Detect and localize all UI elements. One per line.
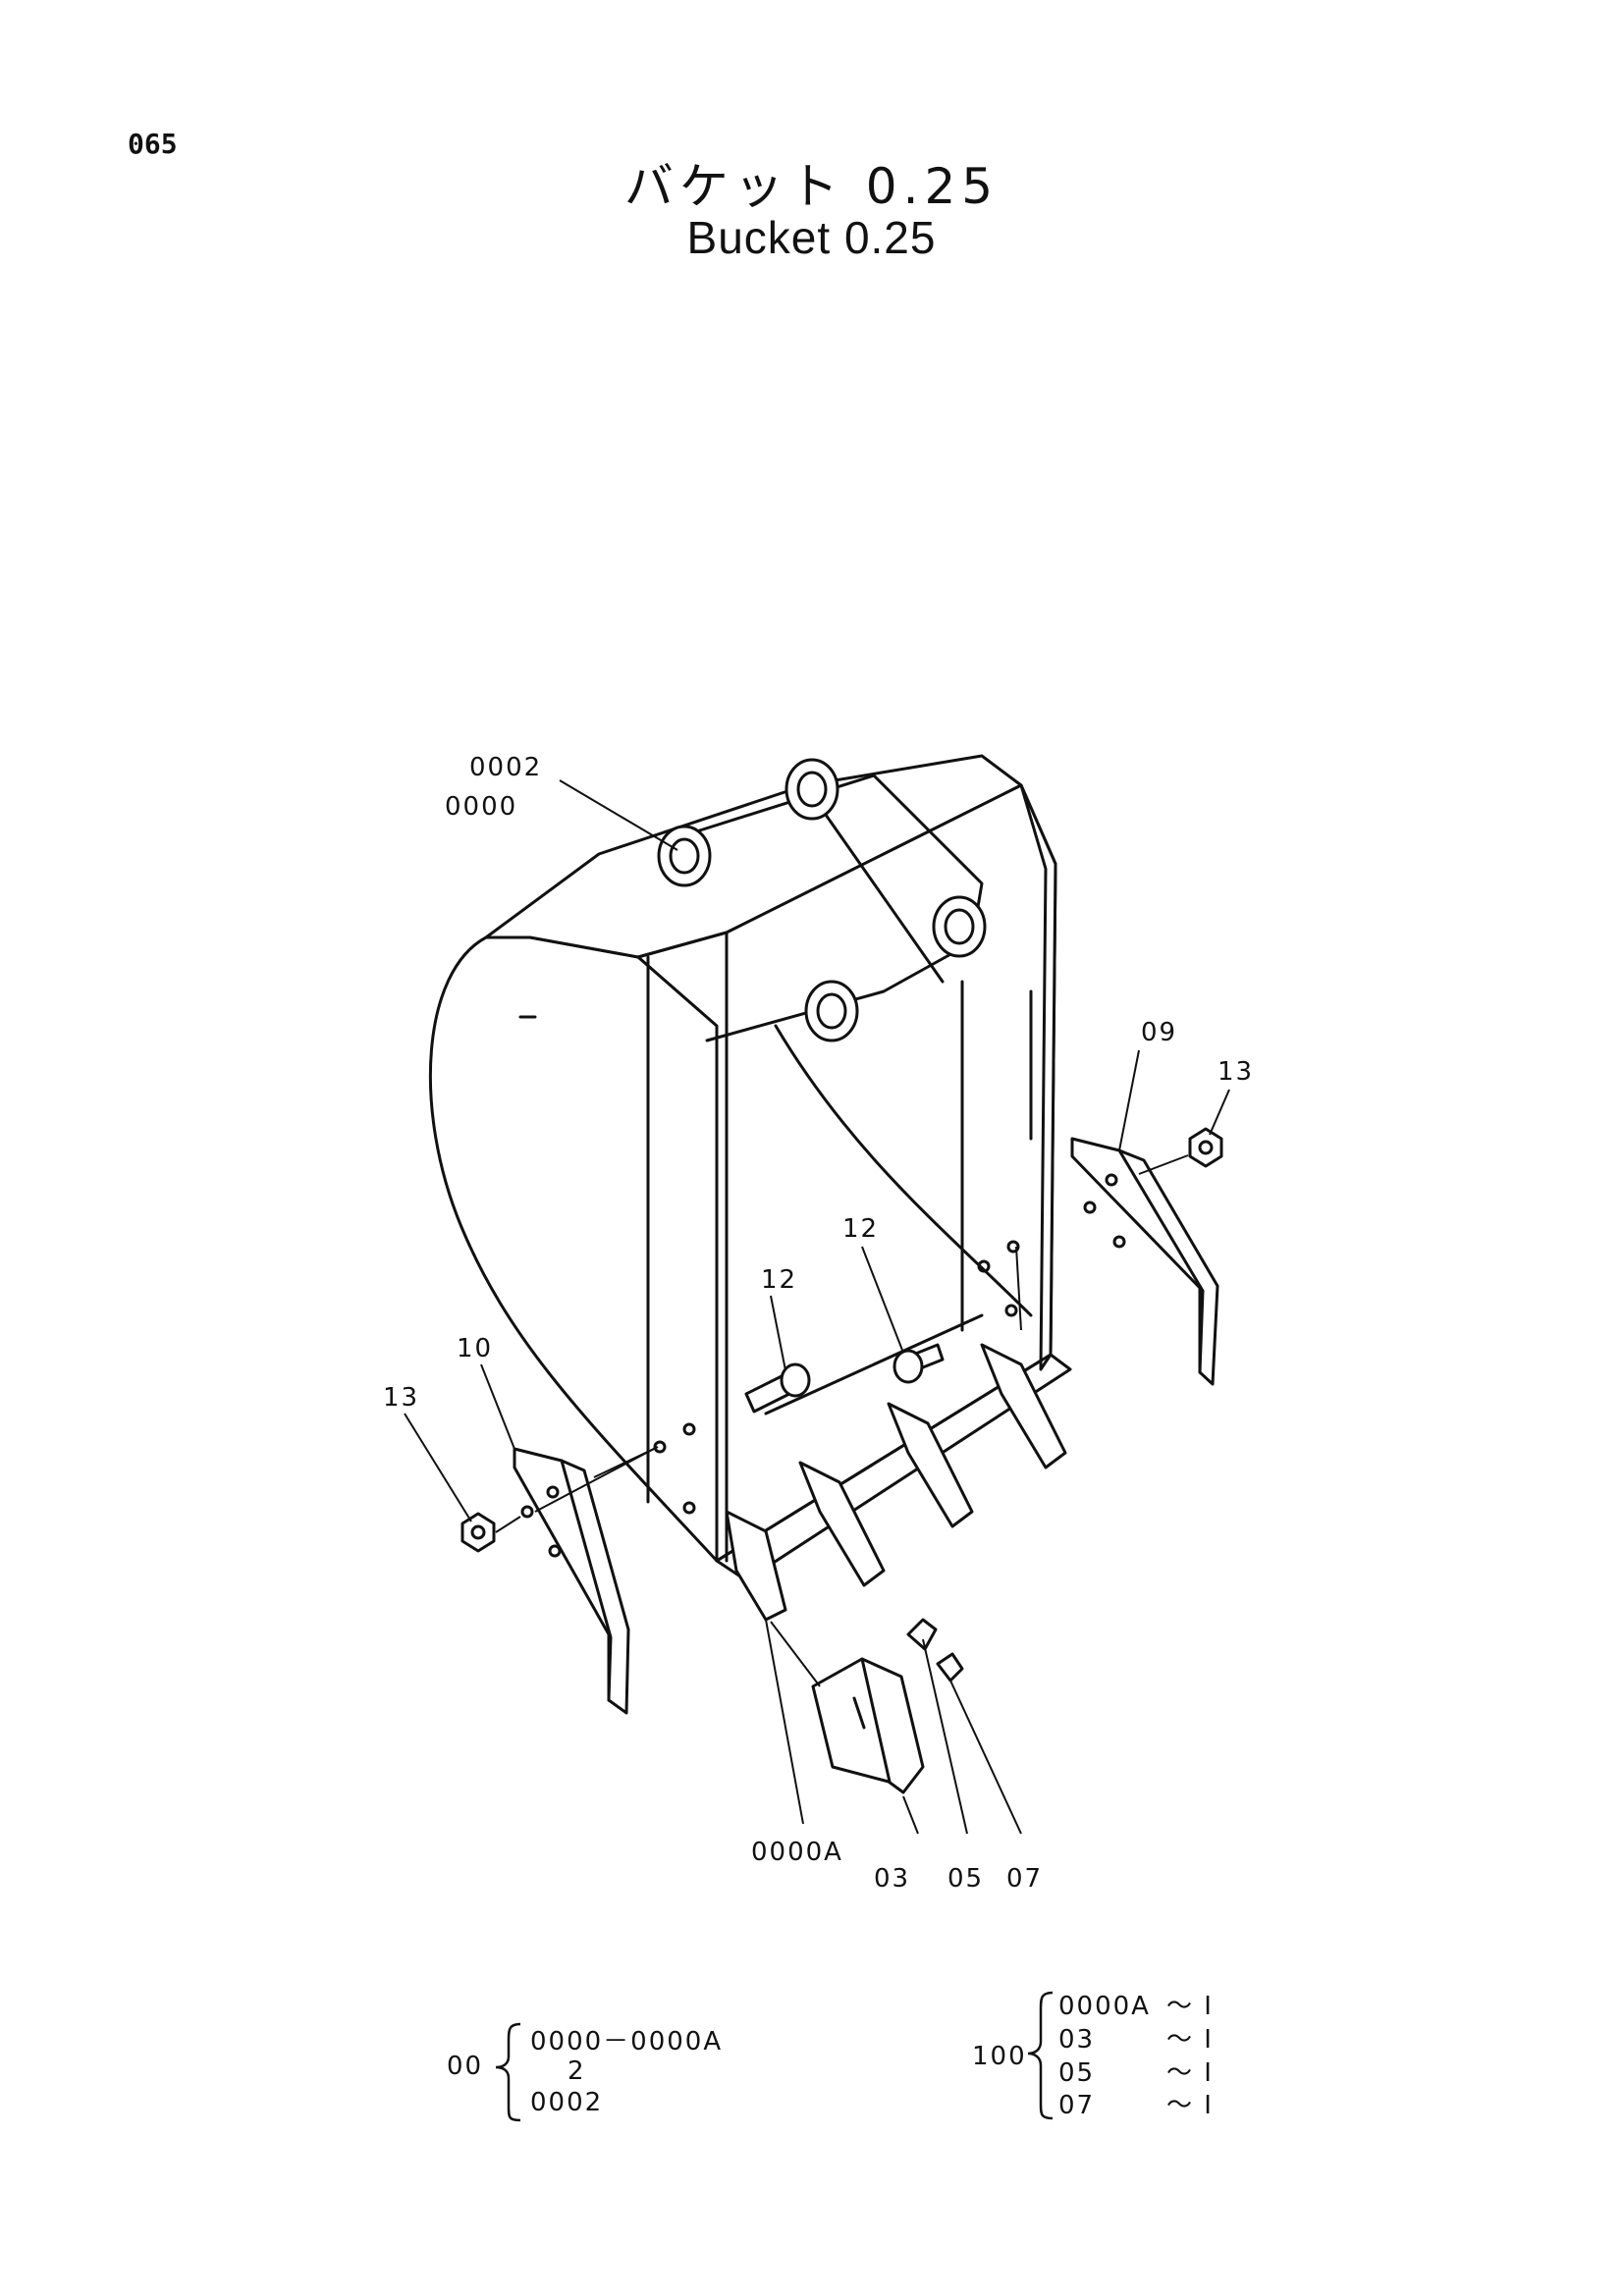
bucket-body (428, 754, 1072, 1582)
callout-13-left: 13 (383, 1383, 419, 1413)
leader-lines (404, 779, 1230, 1835)
legend-00-row-1: 0000－0000A (530, 2027, 723, 2056)
callout-05: 05 (947, 1864, 984, 1894)
nut-13-right (1188, 1127, 1223, 1168)
legend-00-key: 00 (447, 2052, 483, 2081)
callout-0000A: 0000A (751, 1838, 843, 1867)
legend-100-part-3: 05 (1058, 2058, 1095, 2088)
legend-100-qty-3: ～ I (1166, 2058, 1214, 2088)
legend-00-row-2: 2 (568, 2056, 586, 2086)
callout-07: 07 (1006, 1864, 1043, 1894)
callout-13-right: 13 (1217, 1057, 1254, 1087)
legend-100-qty-1: ～ I (1166, 1992, 1214, 2021)
legend-group-00: 00 0000－0000A 2 0002 (447, 2022, 723, 2122)
legend-100-part-4: 07 (1058, 2091, 1095, 2120)
bolt-12-right (893, 1343, 945, 1384)
page-number: 065 (128, 128, 178, 160)
legend-100-brace (1027, 1991, 1054, 2120)
pin-07 (936, 1652, 964, 1682)
callout-03: 03 (874, 1864, 910, 1894)
legend-100-part-1: 0000A (1058, 1992, 1151, 2021)
callout-12-left: 12 (761, 1265, 797, 1295)
legend-100-qty-4: ～ I (1166, 2091, 1214, 2120)
tooth-03 (811, 1657, 925, 1794)
callout-09: 09 (1141, 1018, 1177, 1047)
title-japanese: バケット 0.25 (623, 158, 1000, 215)
side-cutter-10 (513, 1447, 655, 1715)
bolt-12-left (744, 1362, 811, 1414)
callout-10: 10 (457, 1334, 493, 1363)
legend-group-100: 100 0000A ～ I 03 ～ I 05 ～ I 07 ～ I (972, 1991, 1214, 2120)
legend-00-brace (495, 2022, 521, 2122)
nut-13-left (460, 1512, 496, 1553)
callout-12-right: 12 (842, 1214, 879, 1244)
side-cutter-09 (1070, 1137, 1219, 1386)
callout-0002: 0002 (469, 753, 542, 782)
bucket-teeth (725, 1343, 1067, 1622)
pin-05 (906, 1618, 938, 1651)
callout-0000: 0000 (445, 792, 517, 822)
legend-100-qty-2: ～ I (1166, 2025, 1214, 2055)
title-english: Bucket 0.25 (686, 212, 937, 263)
legend-00-row-3: 0002 (530, 2088, 603, 2117)
legend-100-part-2: 03 (1058, 2025, 1095, 2055)
legend-100-key: 100 (972, 2042, 1027, 2071)
